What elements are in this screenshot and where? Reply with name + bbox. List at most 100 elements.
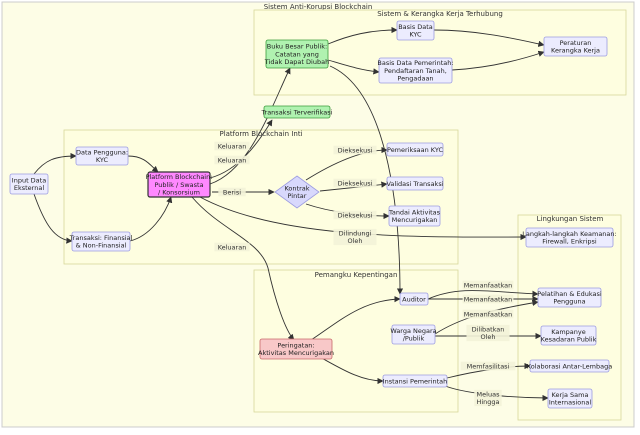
node-basis-pemerintah: Basis Data Pemerintah:Pendaftaran Tanah,…	[377, 57, 454, 84]
node-shape	[396, 20, 435, 41]
node-label: Kerja Sama	[552, 391, 589, 399]
node-shape	[9, 173, 49, 195]
edge-label-bg	[462, 280, 514, 290]
node-peringatan: Peringatan:Aktivitas Mencurigakan	[258, 338, 334, 360]
edge-label-bg	[333, 210, 377, 220]
node-label: Tandai Aktivitas	[388, 209, 441, 217]
edge-label-text: Keluaran	[218, 243, 247, 251]
node-instansi: Instansi Pemerintah	[382, 374, 448, 388]
node-label: Warga Negara	[390, 327, 436, 335]
node-label: Auditor	[402, 295, 426, 303]
node-shape	[540, 325, 597, 346]
edge-label-text: Dieksekusi	[338, 211, 373, 219]
edge-label-bg	[333, 228, 377, 246]
edge-label-text: Dilindungi	[339, 230, 372, 238]
edge-label-bg	[460, 361, 516, 371]
edge-label-bg	[214, 155, 250, 165]
node-shape	[537, 287, 602, 308]
node-label: Pendaftaran Tanah,	[384, 67, 447, 75]
node-shape	[71, 231, 131, 252]
edge-label-text: Oleh	[480, 333, 495, 341]
edge-label-dieksekusi2: Dieksekusi	[333, 178, 377, 188]
node-transaksi-fin: Transaksi: Finansial& Non-Finansial	[69, 231, 133, 252]
node-label: KYC	[96, 156, 109, 164]
node-label: Aktivitas Mencurigakan	[258, 349, 334, 357]
cluster-platform-title: Platform Blockchain Inti	[219, 130, 302, 138]
edge-label-dieksekusi3: Dieksekusi	[333, 210, 377, 220]
edge-label-keluaran1: Keluaran	[214, 155, 250, 165]
node-shape	[259, 338, 333, 360]
node-label: Pelatihan & Edukasi	[537, 290, 602, 298]
edge-label-text: Dieksekusi	[338, 179, 373, 187]
edge-label-text: Meluas	[477, 391, 501, 399]
edge-label-text: Oleh	[347, 237, 362, 245]
node-shape	[263, 105, 331, 119]
node-label: Tidak Dapat Diubah	[264, 58, 329, 66]
node-validasi: Validasi Transaksi	[386, 176, 444, 191]
node-shape	[265, 39, 329, 69]
node-shape	[525, 227, 614, 248]
node-label: Transaksi Terverifikasi	[261, 108, 333, 116]
node-shape	[543, 36, 608, 57]
edge-label-text: Memfasilitasi	[467, 362, 510, 370]
node-label: Kerangka Kerja	[551, 47, 600, 55]
edge-label-bg	[218, 187, 246, 197]
node-label: Catatan yang	[275, 50, 319, 58]
node-shape	[547, 388, 593, 409]
node-label: /Publik	[403, 335, 425, 343]
edge-label-text: Memanfaatkan	[464, 295, 513, 303]
node-label: Platform Blockchain:	[146, 173, 213, 181]
edge-label-bg	[466, 324, 510, 342]
node-label: Validasi Transaksi	[386, 180, 443, 188]
node-shape	[147, 171, 211, 198]
node-shape	[529, 359, 610, 373]
node-label: Eksternal	[14, 184, 44, 192]
edge-label-berisi: Berisi	[218, 187, 246, 197]
edge-label-text: Berisi	[223, 188, 241, 196]
edge-label-text: Keluaran	[218, 142, 247, 150]
node-warga: Warga Negara/Publik	[390, 324, 437, 345]
node-label: Input Data	[12, 177, 46, 185]
edge-label-bg	[462, 294, 514, 304]
edge-label-memanfaatkan3: Memanfaatkan	[462, 309, 514, 319]
node-label: Peraturan	[560, 39, 592, 47]
cluster-lingkungan-title: Lingkungan Sistem	[537, 215, 604, 223]
node-label: Pengadaan	[397, 74, 433, 82]
node-label: Kolaborasi Antar-Lembaga	[527, 362, 612, 370]
edge-label-keluaran2: Keluaran	[214, 141, 250, 151]
node-label: Kampanye	[551, 328, 586, 336]
diagram-title: Sistem Anti-Korupsi Blockchain	[264, 3, 373, 11]
node-label: Peringatan:	[277, 342, 314, 350]
node-label: Basis Data	[398, 23, 433, 31]
node-data-pengguna: Data Pengguna:KYC	[75, 146, 129, 166]
node-shape	[378, 57, 453, 84]
node-shape	[391, 324, 436, 345]
node-label: Data Pengguna:	[76, 149, 128, 157]
node-label: Pintar	[288, 192, 307, 200]
edge-label-bg	[214, 242, 250, 252]
node-label: Langkah-langkah Keamanan:	[522, 230, 616, 238]
cluster-kerangka-title: Sistem & Kerangka Kerja Terhubung	[377, 10, 503, 18]
edge-label-text: Dilibatkan	[472, 326, 505, 334]
node-label: & Non-Finansial	[76, 242, 127, 250]
edge-label-bg	[474, 389, 502, 407]
edge-labels: KeluaranKeluaranKeluaranBerisiDieksekusi…	[214, 141, 516, 407]
node-label: Basis Data Pemerintah:	[377, 59, 453, 67]
node-label: Pemeriksaan KYC	[387, 146, 443, 154]
edge-label-memanfaatkan2: Memanfaatkan	[462, 294, 514, 304]
edge-label-bg	[333, 145, 377, 155]
node-langkah: Langkah-langkah Keamanan:Firewall, Enkri…	[522, 227, 617, 248]
node-label: Instansi Pemerintah	[383, 377, 448, 385]
edge-label-memanfaatkan1: Memanfaatkan	[462, 280, 514, 290]
node-label: Transaksi: Finansial	[69, 234, 133, 242]
